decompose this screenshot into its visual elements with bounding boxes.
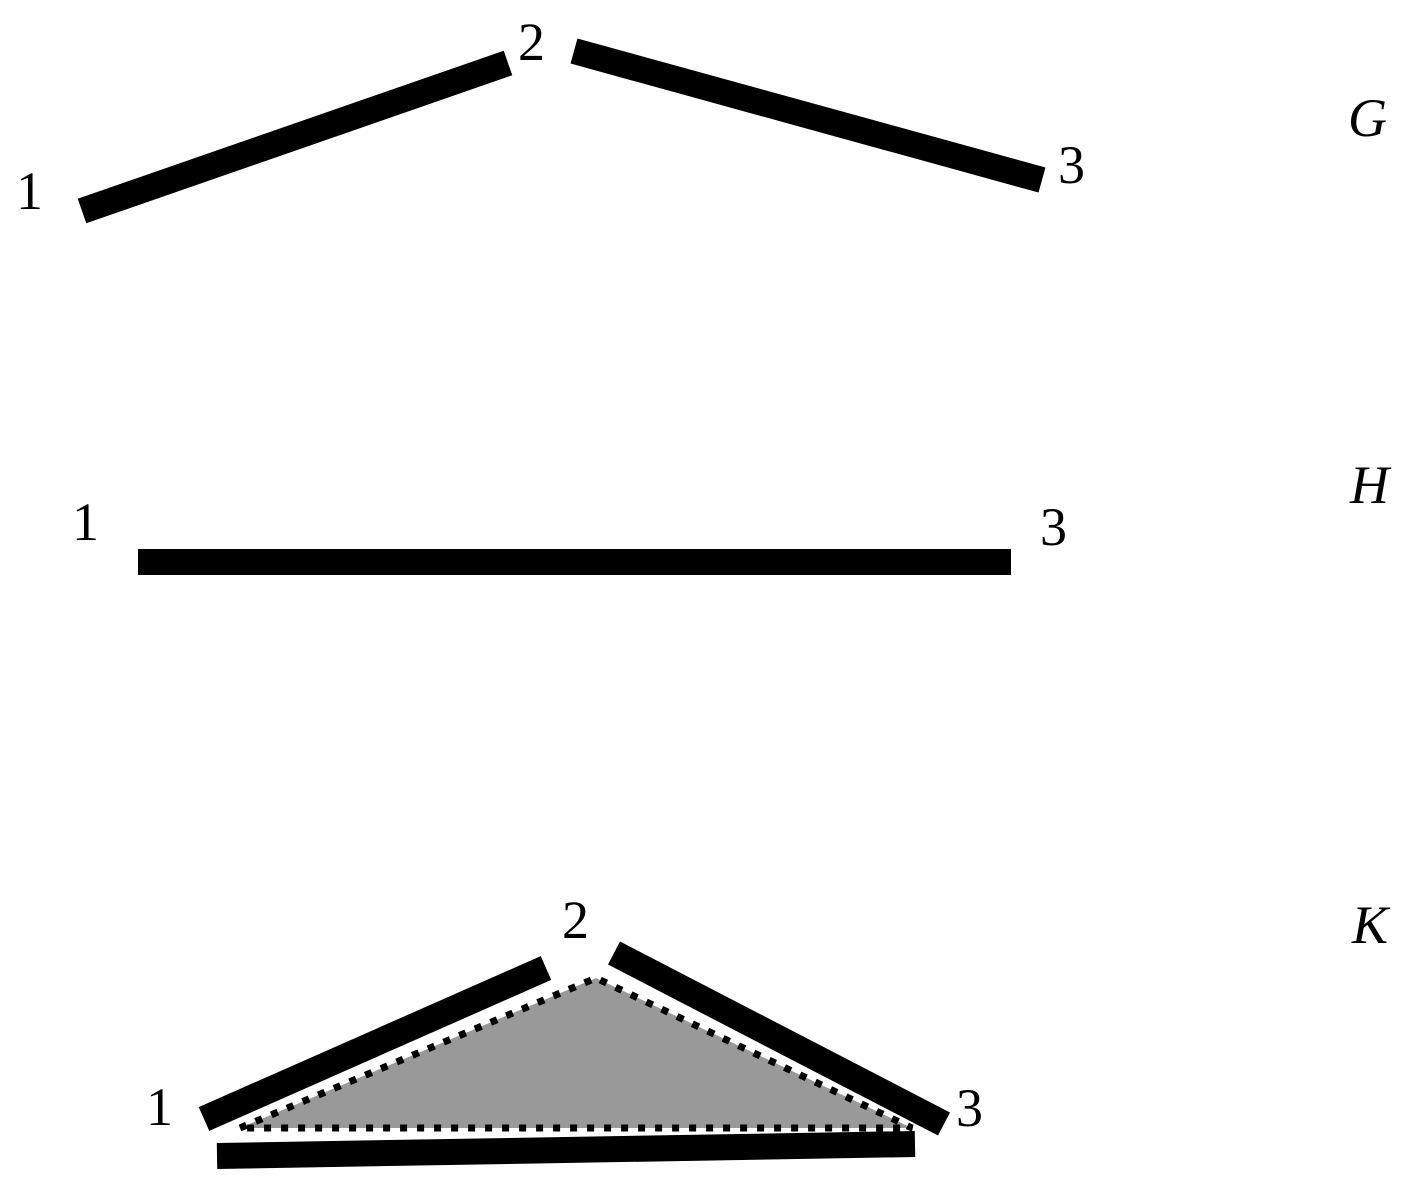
diagram-label-g: G <box>1348 88 1387 148</box>
vertex-label-g-1: 1 <box>16 161 43 221</box>
edge-g-2-3 <box>570 38 1046 193</box>
diagram-k: 1 2 3 K <box>146 890 1391 1169</box>
vertex-label-h-3: 3 <box>1040 497 1067 557</box>
filled-face-k <box>240 978 912 1128</box>
edge-g-1-2 <box>77 50 513 224</box>
diagram-h: 1 3 H <box>72 455 1392 575</box>
vertex-label-g-2: 2 <box>518 12 545 72</box>
diagram-label-h: H <box>1349 455 1392 515</box>
diagram-g: 1 2 3 G <box>16 12 1387 224</box>
vertex-label-k-3: 3 <box>956 1078 983 1138</box>
face-dotted-outline <box>238 974 914 1132</box>
vertex-label-h-1: 1 <box>72 492 99 552</box>
vertex-label-g-3: 3 <box>1058 135 1085 195</box>
edge-k-1-2 <box>198 956 552 1131</box>
diagram-label-k: K <box>1351 895 1391 955</box>
vertex-label-k-1: 1 <box>146 1077 173 1137</box>
edge-k-2-3 <box>608 941 950 1136</box>
vertex-label-k-2: 2 <box>562 890 589 950</box>
edge-k-1-3 <box>216 1131 916 1169</box>
